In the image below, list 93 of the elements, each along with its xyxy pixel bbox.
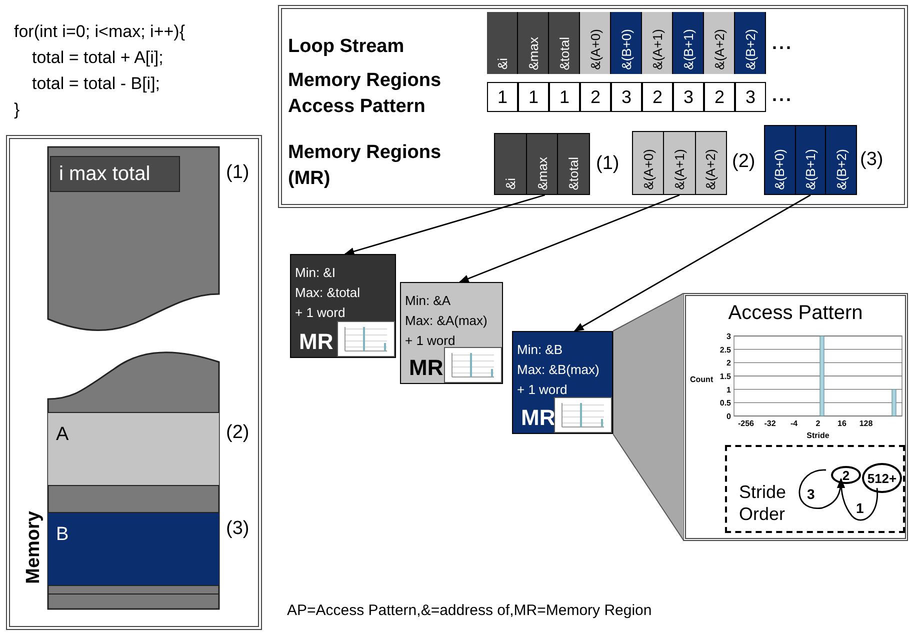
ellipsis: ... [772,32,794,55]
address-cell: &(B+2) [826,126,856,194]
ellipsis: ... [772,84,794,107]
arrow [344,194,546,256]
memory-region-card [290,254,396,358]
region-number: (1) [596,153,620,175]
region-index-cell: 3 [735,82,766,112]
address-cell: &total [558,134,590,194]
region-index-cell: 2 [580,82,611,112]
address-cell: &(B+0) [611,12,642,74]
address-cell: &(A+1) [664,132,696,194]
arrow [458,194,680,283]
address-cell: &max [518,12,549,74]
row-heading: Memory Regions (MR) [288,141,442,191]
code-line: for(int i=0; i<max; i++){ [14,21,186,43]
y-tick-label: 3 [726,332,732,341]
x-tick-label: -4 [790,419,798,428]
card-text: Min: &B [517,341,564,359]
row-heading: Loop Stream [288,35,406,59]
memory-region-card [400,282,503,384]
address-cell: &(B+1) [796,126,826,194]
code-line: total = total - B[i]; [32,73,162,95]
variable-block: i max total [50,156,180,192]
card-title: MR [409,354,444,382]
arrow [837,478,878,521]
memory-region-group [764,125,857,195]
region-number: (2) [732,151,756,173]
card-text: Max: &A(max) [405,312,488,330]
stride-ellipse: 2 [831,466,861,484]
region-index-cell: 1 [549,82,580,112]
axis-title: Memory [24,511,43,584]
card-text: Min: &I [295,264,336,282]
region-index-cell: 3 [673,82,704,112]
address-cell: &(B+0) [765,126,796,194]
address-cell: &(A+2) [696,132,726,194]
code-line: } [14,99,21,121]
y-tick-label: 1 [726,385,732,394]
card-text: + 1 word [517,381,568,399]
code-line: total = total + A[i]; [32,47,164,69]
address-cell: &total [549,12,580,74]
row-heading: Memory Regions Access Pattern [288,69,442,119]
stride-ellipse: 512+ [862,463,902,493]
region-number: (2) [226,422,250,444]
y-tick-label: 0.5 [720,398,732,408]
access-pattern-panel [683,293,908,541]
y-tick-label: 2 [726,358,732,368]
card-text: Min: &A [405,292,452,310]
region-index-cell: 2 [704,82,735,112]
x-tick-label: 2 [816,419,821,428]
panel-title: Access Pattern [727,301,864,326]
x-axis-title: Stride [806,431,830,440]
card-text: + 1 word [295,304,346,322]
address-cell: &i [495,134,527,194]
edge-label: 3 [806,486,816,502]
card-text: + 1 word [405,332,456,350]
region-index-cell: 2 [642,82,673,112]
box-label: Stride Order [739,481,788,525]
address-cell: &(A+0) [633,132,664,194]
card-text: Max: &B(max) [517,361,600,379]
arrow [574,194,811,332]
memory-panel [6,135,262,630]
region-number: (3) [860,149,884,171]
address-cell: &(A+1) [642,12,673,74]
region-index-cell: 3 [611,82,642,112]
card-title: MR [521,404,556,432]
y-tick-label: 0 [726,412,732,421]
edge-label: 1 [855,500,865,516]
region-number: (3) [226,518,250,540]
address-cell: &i [487,12,518,74]
address-cell: &(B+1) [673,12,704,74]
y-tick-label: 1.5 [720,372,732,381]
x-tick-label: 16 [838,419,847,428]
array-band: B [48,512,219,586]
array-band: A [48,412,219,486]
stride-order-box [725,445,905,533]
x-tick-label: -256 [738,419,755,428]
y-tick-label: 2.5 [720,345,732,354]
memory-region-group [494,133,590,195]
region-index-cell: 1 [518,82,549,112]
region-index-cell: 1 [487,82,518,112]
x-tick-label: 128 [859,419,874,428]
y-axis-title: Count [690,375,714,384]
x-tick-label: -32 [764,419,776,428]
address-cell: &(A+2) [704,12,735,74]
address-cell: &(B+2) [735,12,766,74]
address-cell: &(A+0) [580,12,611,74]
card-title: MR [299,328,334,356]
memory-region-card [512,331,613,434]
memory-region-group [632,131,727,195]
address-cell: &max [526,134,558,194]
card-text: Max: &total [295,284,360,302]
caption: AP=Access Pattern,&=address of,MR=Memory Region [287,601,652,621]
region-number: (1) [226,162,250,184]
